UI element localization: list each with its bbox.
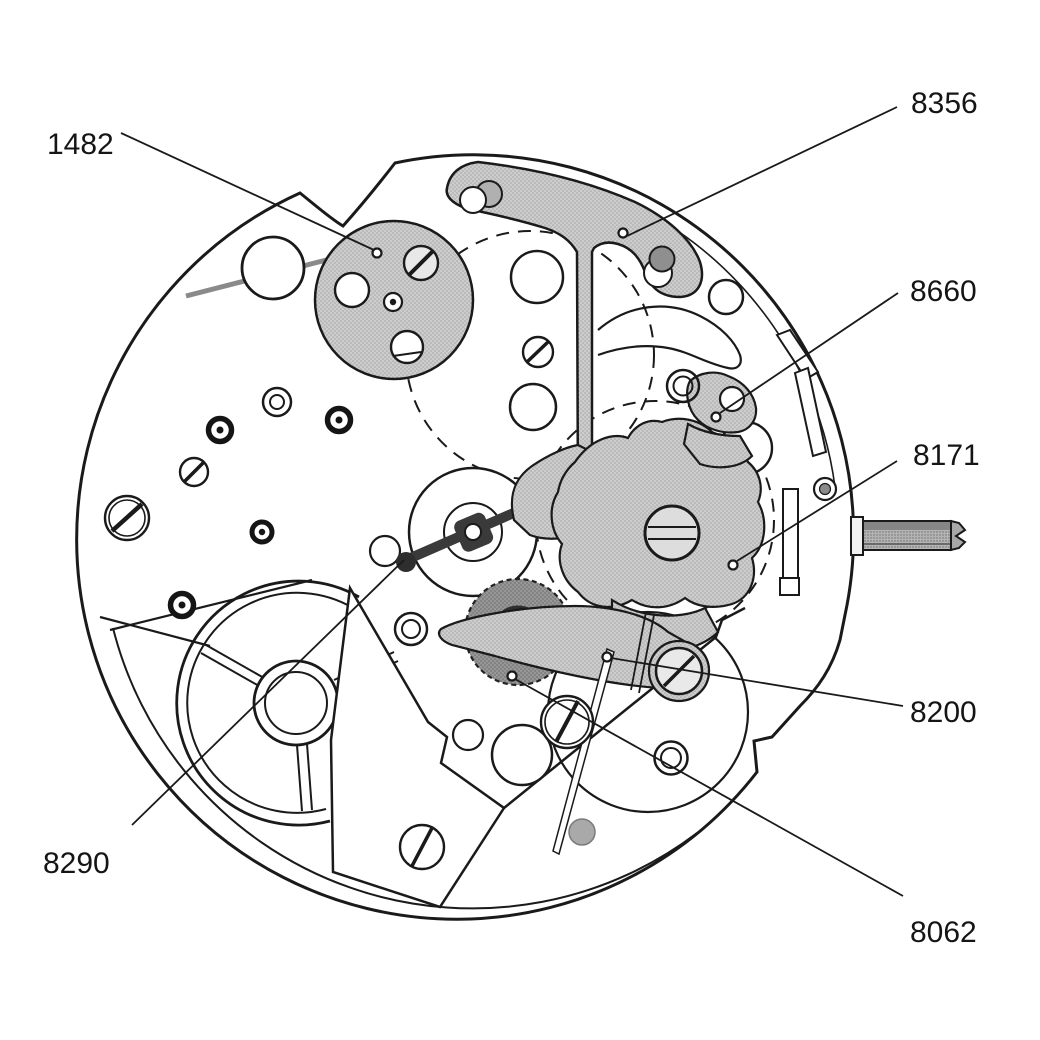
part-label-8200: 8200 [910,696,977,729]
gray-pin [568,818,596,846]
target-dot-8356 [617,227,629,239]
corrector-lever-8660 [682,371,758,469]
leader-8356 [626,106,898,237]
ring [660,747,682,769]
jewel-hole [240,235,306,301]
click-finger [793,366,828,458]
stem-shaft-band [864,522,950,530]
dark-ring-jewels [167,405,354,620]
rod-end-ball [396,552,416,572]
part-label-1482: 1482 [47,128,114,161]
target-dot-8660 [710,411,722,423]
ring [401,619,421,639]
screw-slot [525,339,551,364]
jewel-dot [178,601,186,609]
dashed-circle-date-train [405,230,655,480]
stem-tip [950,519,967,552]
jewel-hole [508,382,558,432]
target-dot-1482 [371,247,383,259]
setting-lever-tab [782,488,799,579]
bridge-post [648,245,676,273]
sector-hub-inner [264,671,328,735]
screw-rim [108,499,146,537]
jewel-dot [258,528,266,536]
indicator-bridge-8356 [445,160,742,507]
hole-chord [392,351,422,357]
jewel-hole [509,249,565,305]
leader-8660 [719,292,899,414]
sector-spoke [296,744,303,812]
plate-step-edge-left [99,615,211,648]
bridge-hole [459,186,487,214]
jumper-spring-needle [552,647,615,856]
leader-8062 [514,678,904,897]
open-ring-jewel [261,368,701,776]
leader-lines [120,106,904,897]
rod-pivot-hole [464,523,482,541]
click-finger [775,328,820,381]
plate-chord-edge-left [109,578,313,632]
screw-slot [662,654,696,688]
wheel-hole [389,329,425,365]
part-label-8660: 8660 [910,275,977,308]
sector-spoke [306,743,313,811]
target-dot-8062 [506,670,518,682]
plate-screws [103,335,595,871]
part-label-8062: 8062 [910,916,977,949]
ring [672,375,694,397]
wheel-hole [333,271,371,309]
jewel-hole [490,723,554,787]
screws-and-jewels [103,235,745,871]
screw-slot [554,700,580,743]
date-corrector-wheel-1482 [313,219,475,381]
screw-slot [182,460,206,484]
plate-ledge-hook [597,305,742,370]
calendar-platform [329,584,746,909]
jewel-hole [451,718,485,752]
setting-cam-8171 [510,371,774,655]
target-dot-8171 [727,559,739,571]
lever-8660-hole [718,385,746,413]
leader-8171 [736,460,898,562]
ring [393,611,429,647]
stem-collar [850,516,864,556]
lever-joint-line [638,614,655,694]
cam-screw [643,504,701,562]
screw-slot [410,827,434,867]
screw-slot [407,249,435,277]
leader-8200 [610,657,904,707]
lever-8200 [437,604,711,856]
winding-stem [850,516,967,556]
sector-spoke [200,652,260,687]
jewel-hole [707,278,745,316]
sector-wheel [175,579,399,827]
target-dot-8200 [601,651,613,663]
sector-inner-rim [186,591,354,814]
leader-8290 [131,559,405,826]
screw-slot [110,502,144,533]
sector-spoke [205,644,265,679]
leader-1482 [120,132,375,251]
jewel-dot [216,426,224,434]
ring [665,368,701,404]
plate-inner-rim-bottom [112,627,698,910]
lever-joint-line [630,611,647,691]
wheel-hub-dot [389,298,397,306]
right-side-parts [775,328,967,596]
part-label-8290: 8290 [43,847,110,880]
part-label-8356: 8356 [911,87,978,120]
center-wheel-and-rod [368,466,559,598]
ring [269,394,285,410]
platform-diagonal-edge [503,606,746,809]
case-screw-center [818,482,832,496]
ring [261,386,293,418]
setting-lever-foot [779,577,800,596]
lever-8660-foot [682,422,754,469]
jewel-dot [335,416,343,424]
screw-rim [544,699,590,745]
part-label-8171: 8171 [913,439,980,472]
sector-outer-rim [175,579,360,827]
jewel-hole [368,534,402,568]
